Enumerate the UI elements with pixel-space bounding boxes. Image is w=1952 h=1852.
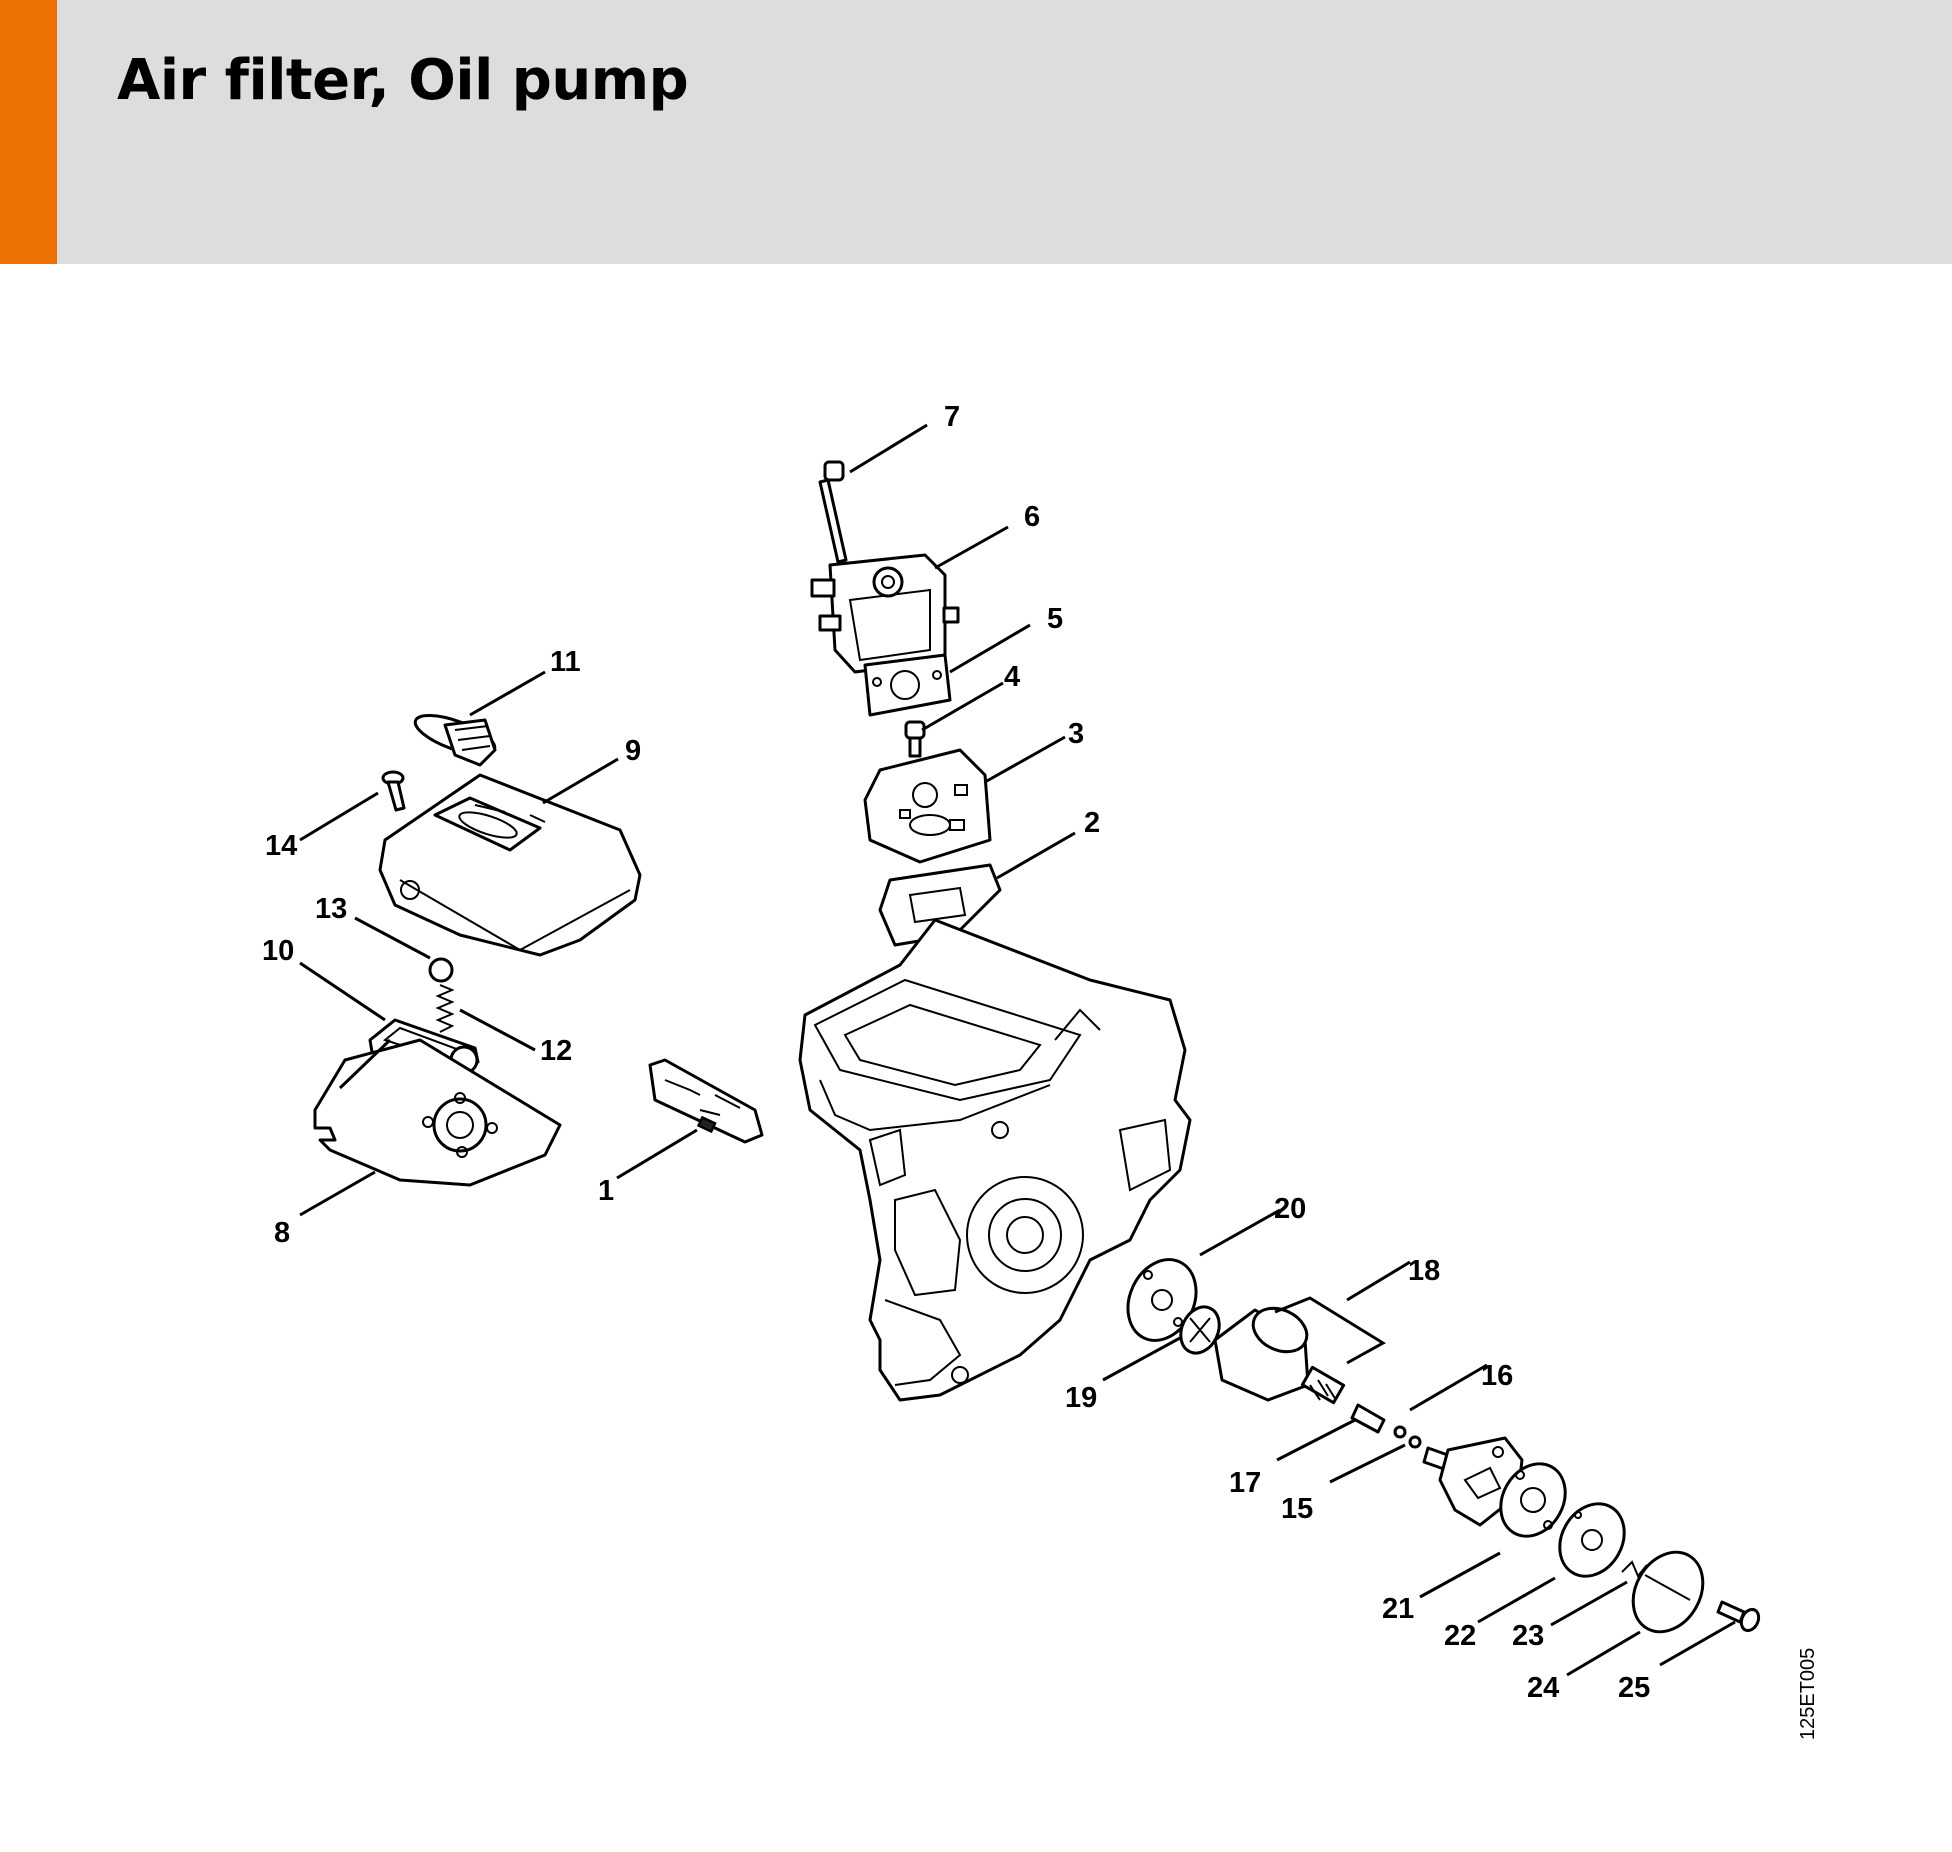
part-9-filter-cover: [378, 773, 642, 957]
callout-2: 2: [1084, 807, 1100, 839]
part-12-spring: [435, 984, 455, 1033]
callout-20: 20: [1274, 1193, 1306, 1225]
part-16-spacer: [1408, 1435, 1422, 1449]
part-8-baseplate: [313, 1038, 562, 1187]
callout-1: 1: [598, 1175, 614, 1207]
callout-7: 7: [944, 401, 960, 433]
callout-8: 8: [274, 1217, 290, 1249]
part-24-pump-cover: [1621, 1550, 1705, 1634]
part-11-knob: [413, 714, 497, 767]
part-4-plug: [904, 720, 926, 758]
callout-13: 13: [315, 893, 347, 925]
callout-12: 12: [540, 1035, 572, 1067]
part-18-worm-gear: [1213, 1306, 1346, 1405]
part-22-pump-gasket: [1499, 1462, 1567, 1538]
accent-bar: [0, 0, 57, 264]
part-25-screw: [1716, 1600, 1761, 1633]
callout-21: 21: [1382, 1593, 1414, 1625]
page-header: Air filter, Oil pump: [0, 0, 1952, 264]
callout-10: 10: [262, 935, 294, 967]
callout-6: 6: [1024, 501, 1040, 533]
callout-16: 16: [1481, 1360, 1513, 1392]
callout-labels: 7 6 5 4 3 2 11 9 14 13 10 12 8 1 20 18 1…: [262, 401, 1650, 1704]
callout-24: 24: [1527, 1672, 1559, 1704]
drawing-code: 125ET005: [1797, 1648, 1819, 1740]
part-17-shaft: [1350, 1403, 1386, 1434]
part-7-bolt: [818, 460, 848, 564]
part-6-carburetor: [810, 553, 960, 674]
part-15-o-ring: [1393, 1425, 1407, 1439]
callout-19: 19: [1065, 1382, 1097, 1414]
part-1-guide: [648, 1058, 764, 1144]
leader-lines: [299, 423, 1736, 1677]
callout-4: 4: [1004, 661, 1020, 693]
part-14-screw: [381, 770, 406, 812]
part-23-pump-disc: [1558, 1502, 1626, 1578]
callout-17: 17: [1229, 1467, 1261, 1499]
callout-9: 9: [625, 735, 641, 767]
part-3-flange: [863, 748, 992, 864]
part-13-ball: [428, 957, 454, 983]
callout-15: 15: [1281, 1493, 1313, 1525]
callout-14: 14: [265, 830, 297, 862]
part-20-gasket: [1126, 1258, 1198, 1342]
page-title: Air filter, Oil pump: [117, 48, 689, 113]
callout-5: 5: [1047, 603, 1063, 635]
part-drawings: [313, 460, 1761, 1634]
callout-3: 3: [1068, 718, 1084, 750]
callout-23: 23: [1512, 1620, 1544, 1652]
part-5-gasket: [863, 653, 952, 717]
callout-22: 22: [1444, 1620, 1476, 1652]
callout-18: 18: [1408, 1255, 1440, 1287]
callout-25: 25: [1618, 1672, 1650, 1704]
crankcase: [798, 918, 1192, 1402]
callout-11: 11: [550, 646, 581, 678]
